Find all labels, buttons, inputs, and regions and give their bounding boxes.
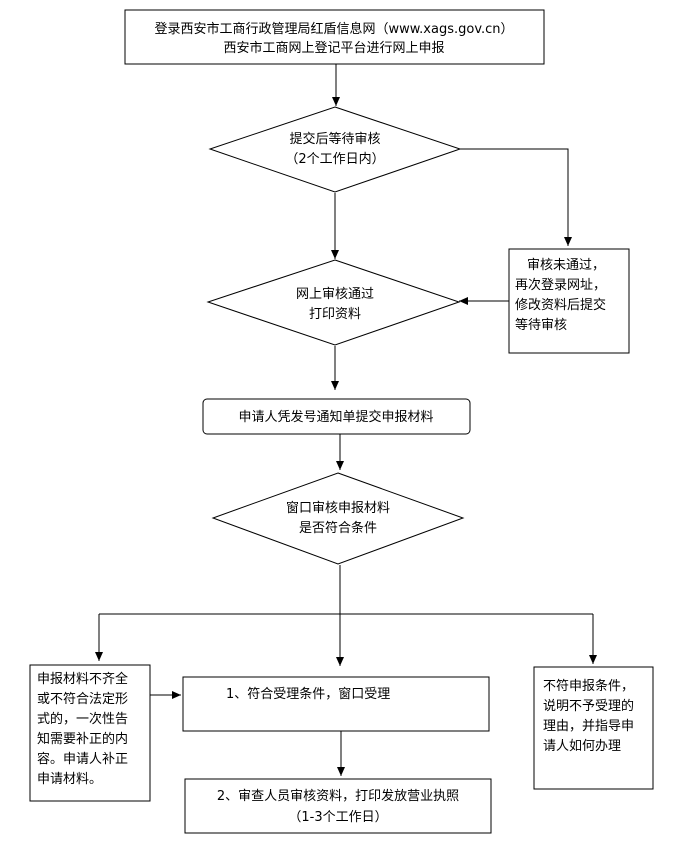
wait-review-line-2: （2个工作日内） [285,151,384,167]
accepted-line-1: 1、符合受理条件，窗口受理 [226,686,390,702]
incomplete-line-1: 申报材料不齐全 [37,671,128,687]
start-line-1: 登录西安市工商行政管理局红盾信息网（www.xags.gov.cn） [154,21,513,37]
start-box: 登录西安市工商行政管理局红盾信息网（www.xags.gov.cn） 西安市工商… [124,9,545,65]
incomplete-line-6: 申请材料。 [37,772,102,787]
approved-line-1: 网上审核通过 [296,287,374,302]
rejected-line-4: 等待审核 [515,317,567,333]
wait-review-line-1: 提交后等待审核 [289,131,380,147]
not-eligible-box: 不符申报条件， 说明不予受理的 理由，并指导申 请人如何办理 [533,666,654,790]
arrow-review-to-rejected [460,148,572,246]
window-check-diamond: 窗口审核申报材料 是否符合条件 [211,472,465,565]
license-box: 2、审查人员审核资料，打印发放营业执照 （1-3个工作日） [184,778,492,834]
license-line-2: （1-3个工作日） [288,810,387,825]
rejected-line-1: 审核未通过， [527,258,605,273]
accepted-box: 1、符合受理条件，窗口受理 [182,676,490,732]
start-line-2: 西安市工商网上登记平台进行网上申报 [223,40,444,56]
rejected-box: 审核未通过， 再次登录网址， 修改资料后提交 等待审核 [508,248,630,354]
incomplete-line-2: 或不符合法定形 [37,691,128,707]
not-eligible-line-3: 理由，并指导申 [543,719,634,734]
incomplete-line-3: 式的，一次性告 [37,711,128,727]
not-eligible-line-4: 请人如何办理 [543,738,621,754]
submit-materials-box: 申请人凭发号通知单提交申报材料 [202,398,471,435]
rejected-line-2: 再次登录网址， [515,277,606,293]
rejected-line-3: 修改资料后提交 [515,297,606,313]
connectors [95,64,597,776]
approved-diamond: 网上审核通过 打印资料 [206,259,461,346]
wait-review-diamond: 提交后等待审核 （2个工作日内） [208,106,462,193]
window-check-line-2: 是否符合条件 [299,520,377,536]
incomplete-line-5: 容。申请人补正 [37,751,128,767]
license-line-1: 2、审查人员审核资料，打印发放营业执照 [217,788,459,804]
incomplete-line-4: 知需要补正的内 [37,731,128,747]
incomplete-box: 申报材料不齐全 或不符合法定形 式的，一次性告 知需要补正的内 容。申请人补正 … [29,664,151,802]
window-check-line-1: 窗口审核申报材料 [286,500,390,516]
not-eligible-line-1: 不符申报条件， [543,678,634,694]
not-eligible-line-2: 说明不予受理的 [543,698,634,714]
submit-materials-line-1: 申请人凭发号通知单提交申报材料 [238,409,433,425]
approved-line-2: 打印资料 [309,307,361,322]
